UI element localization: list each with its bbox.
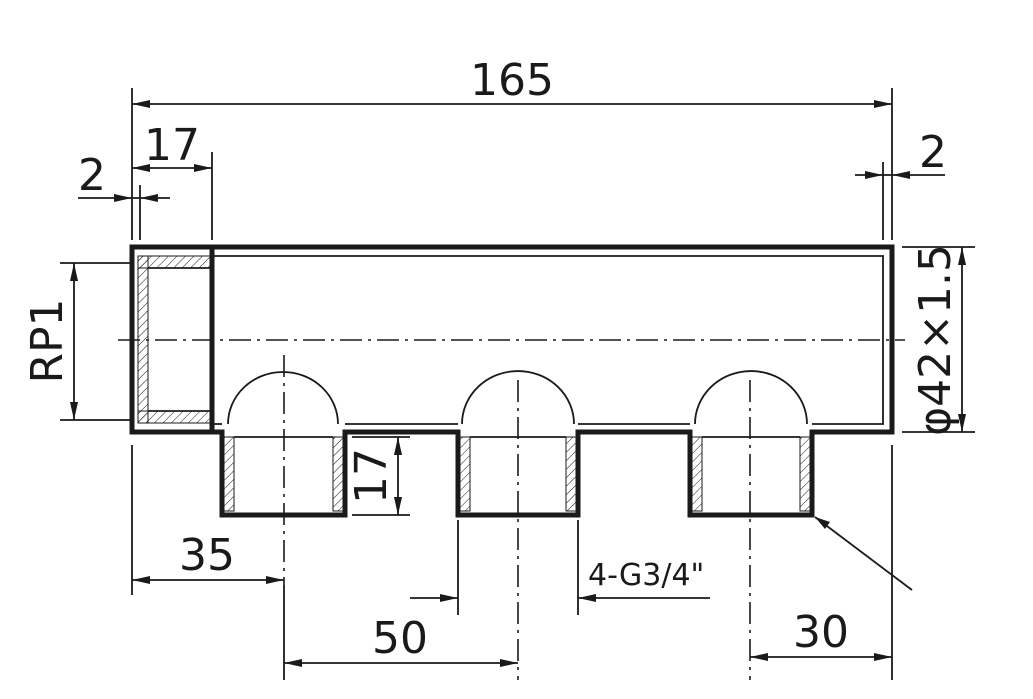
dim-inlet-thread: RP1 <box>22 263 78 420</box>
dim-right-cap: 2 <box>855 127 947 179</box>
outlet-1 <box>221 371 346 512</box>
dim-outlet-spec: 4-G3/4" <box>410 558 710 602</box>
dim-outlet-pitch: 50 <box>284 613 518 667</box>
dim-first-outlet-label: 35 <box>179 530 235 581</box>
dim-overall: 165 <box>132 55 892 108</box>
dim-outlet-spec-label: 4-G3/4" <box>588 558 704 593</box>
dim-overall-label: 165 <box>470 55 554 106</box>
dim-outlet-pitch-label: 50 <box>372 613 428 664</box>
dim-last-outlet-label: 30 <box>793 607 849 658</box>
center-lines <box>118 339 905 680</box>
dim-inlet-thread-label: RP1 <box>22 298 73 383</box>
dim-thread-depth: 17 <box>132 120 212 172</box>
dim-last-outlet: 30 <box>750 607 892 661</box>
dim-outlet-height-label: 17 <box>346 448 397 504</box>
dim-right-cap-label: 2 <box>919 127 947 178</box>
dim-thread-depth-label: 17 <box>144 120 200 171</box>
dim-first-outlet: 35 <box>132 530 284 584</box>
dim-tube-diameter: φ42×1.5 <box>910 244 966 436</box>
leader-arrow <box>814 516 913 591</box>
outlet-2 <box>457 370 579 512</box>
dim-left-cap-label: 2 <box>78 150 106 201</box>
dim-left-cap: 2 <box>78 150 170 202</box>
dim-outlet-height: 17 <box>346 437 402 515</box>
manifold-body <box>129 244 895 518</box>
dim-tube-diameter-label: φ42×1.5 <box>910 244 961 436</box>
outlet-3 <box>689 370 813 512</box>
extension-lines <box>60 88 975 680</box>
